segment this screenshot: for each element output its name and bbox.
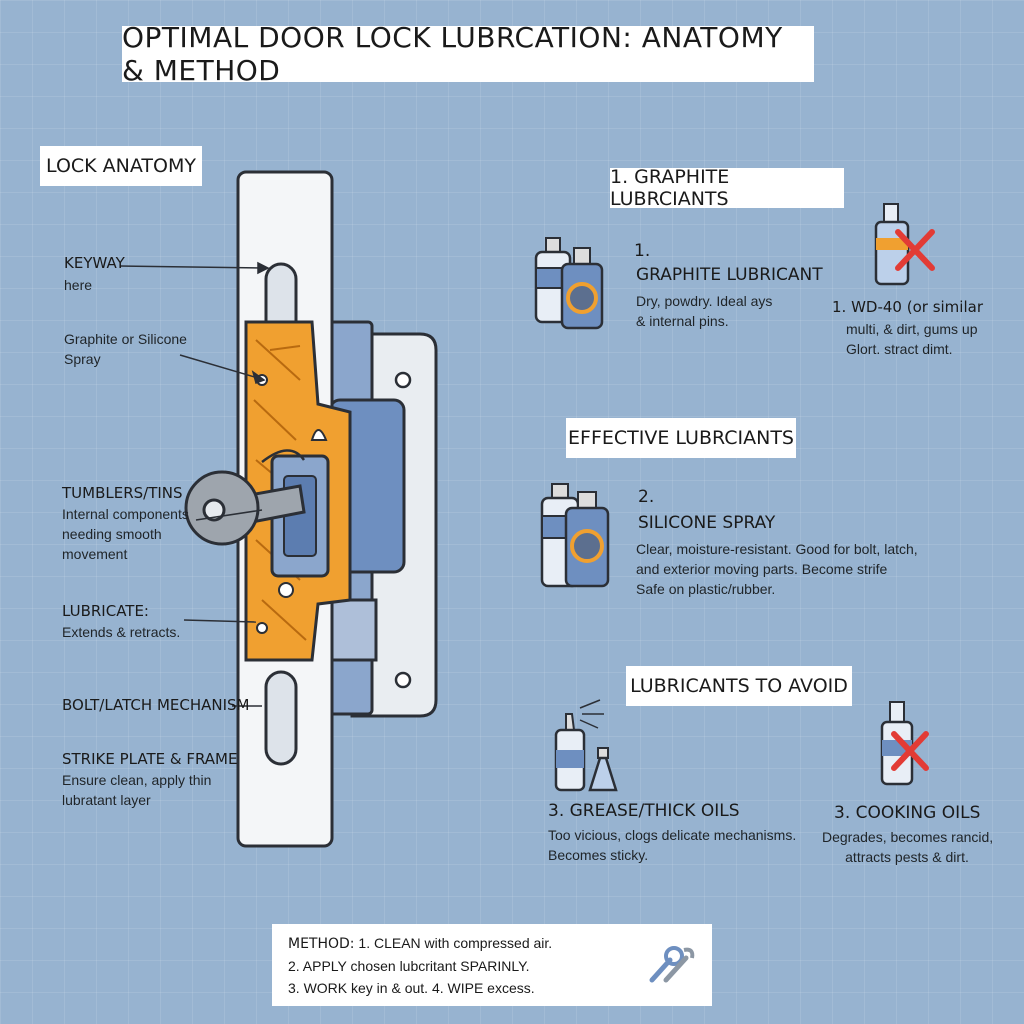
page-title: OPTIMAL DOOR LOCK LUBRCATION: ANATOMY & … xyxy=(122,21,814,87)
silicone-desc-2: and exterior moving parts. Become strife xyxy=(636,561,888,577)
wrench-icon xyxy=(649,946,695,983)
cooking-title: 3. COOKING OILS xyxy=(834,803,981,823)
lubricate-label: LUBRICATE: xyxy=(62,602,149,620)
graphite-desc-1: Dry, powdry. Ideal ays xyxy=(636,293,773,309)
spray-can-icon xyxy=(534,237,604,330)
wd40-line-1: multi, & dirt, gums up xyxy=(846,321,978,337)
tumblers-line-2: needing smooth xyxy=(62,526,162,542)
graphite-desc-2: & internal pins. xyxy=(636,313,729,329)
graphite-heading: 1. GRAPHITE LUBRCIANTS xyxy=(610,166,844,210)
keyway-sub: here xyxy=(64,277,93,293)
avoid-heading: LUBRICANTS TO AVOID xyxy=(626,666,852,706)
effective-heading: EFFECTIVE LUBRCIANTS xyxy=(566,418,796,458)
strike-label: STRIKE PLATE & FRAME xyxy=(62,750,238,768)
lock-anatomy-heading: LOCK ANATOMY xyxy=(40,146,202,186)
method-box: METHOD: 1. CLEAN with compressed air. 2.… xyxy=(272,924,712,1006)
tumblers-label: TUMBLERS/TINS xyxy=(62,484,183,502)
red-cross-icon-2 xyxy=(891,731,929,771)
silicone-desc-1: Clear, moisture-resistant. Good for bolt… xyxy=(636,541,918,557)
bolt-label: BOLT/LATCH MECHANISM xyxy=(62,696,250,714)
keyway-label: KEYWAY xyxy=(64,254,125,272)
strike-line-2: lubratant layer xyxy=(62,792,151,808)
spray-label-2: Spray xyxy=(64,351,101,367)
wd40-line-2: Glort. stract dimt. xyxy=(846,341,953,357)
spray-label-1: Graphite or Silicone xyxy=(64,331,187,347)
wd40-title: 1. WD-40 (or similar xyxy=(832,298,983,316)
method-label: METHOD: xyxy=(288,936,355,952)
label-pointers xyxy=(119,261,270,707)
method-line-3: 3. WORK key in & out. 4. WIPE excess. xyxy=(288,980,535,996)
silicone-number: 2. xyxy=(638,487,655,507)
tumblers-line-1: Internal components xyxy=(62,506,189,522)
graphite-number: 1. xyxy=(634,241,651,261)
bottle-icon xyxy=(874,203,910,286)
key-icon xyxy=(184,449,306,546)
silicone-spray-icon xyxy=(540,483,610,588)
graphite-name: GRAPHITE LUBRICANT xyxy=(636,265,823,285)
grease-line-1: Too vicious, clogs delicate mechanisms. xyxy=(548,827,797,843)
lubricate-sub: Extends & retracts. xyxy=(62,624,181,640)
red-cross-icon xyxy=(895,229,935,271)
strike-line-1: Ensure clean, apply thin xyxy=(62,772,212,788)
cooking-line-2: attracts pests & dirt. xyxy=(845,849,969,865)
grease-title: 3. GREASE/THICK OILS xyxy=(548,801,740,821)
silicone-desc-3: Safe on plastic/rubber. xyxy=(636,581,776,597)
method-line-1: 1. CLEAN with compressed air. xyxy=(358,935,553,951)
method-line-2: 2. APPLY chosen lubcritant SPARINLY. xyxy=(288,958,530,974)
grease-line-2: Becomes sticky. xyxy=(548,847,649,863)
cooking-oil-icon xyxy=(880,701,914,786)
tumblers-line-3: movement xyxy=(62,546,128,562)
cooking-line-1: Degrades, becomes rancid, xyxy=(822,829,994,845)
grease-bottle-icon xyxy=(554,699,618,792)
method-line-1-row: METHOD: 1. CLEAN with compressed air. xyxy=(288,932,696,955)
silicone-name: SILICONE SPRAY xyxy=(638,513,776,533)
